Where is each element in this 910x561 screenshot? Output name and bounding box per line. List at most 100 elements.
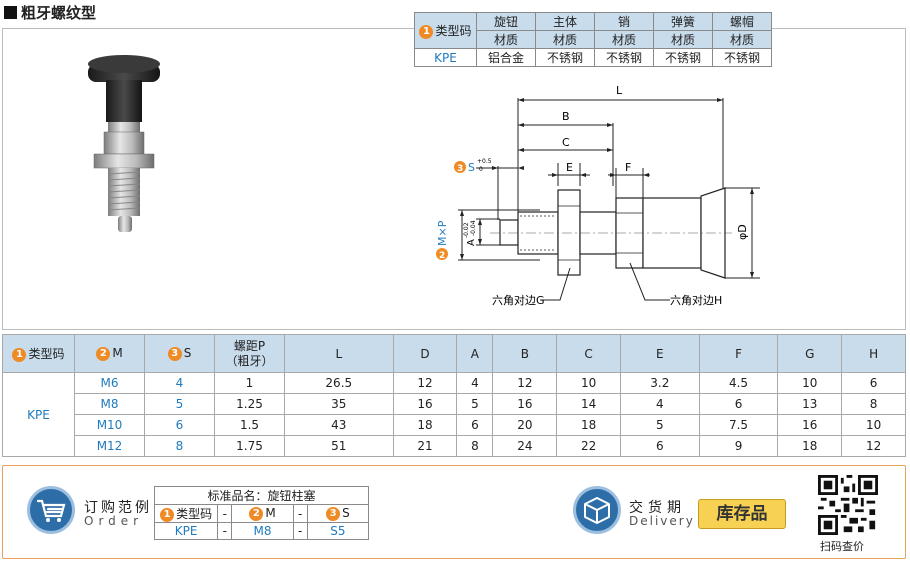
- cell: 10: [841, 414, 906, 436]
- material-label: 材质: [535, 30, 595, 49]
- dim-F-label: F: [625, 161, 631, 174]
- a-tolerance: -0.02: [463, 222, 470, 238]
- product-photo: [88, 55, 160, 232]
- dash: -: [217, 522, 233, 540]
- badge-3-text: 3: [457, 164, 463, 174]
- badge-3-circle: [454, 161, 466, 173]
- cell-M: M8: [74, 393, 145, 415]
- header-E: E: [619, 334, 700, 373]
- hex-h-label: 六角对边H: [670, 293, 722, 307]
- cell: 8: [456, 435, 494, 457]
- dim-C-label: C: [562, 136, 570, 149]
- badge-1: 1: [419, 24, 434, 39]
- cell: 6: [456, 414, 494, 436]
- header-pitch: 螺距P（粗牙）: [214, 334, 285, 373]
- cell: 4: [456, 372, 494, 394]
- cell: 24: [492, 435, 558, 457]
- s-tolerance-bottom: 0: [479, 166, 483, 173]
- stock-badge: 库存品: [698, 499, 786, 529]
- technical-drawing: L B C E F 3 S +0.5 0 2 M×P A -0.02 -0.04…: [436, 84, 760, 307]
- dash: -: [292, 504, 308, 523]
- material-value: 不锈钢: [535, 48, 595, 67]
- s-tolerance-top: +0.5: [477, 158, 492, 165]
- order-s-value: S5: [306, 522, 370, 540]
- dim-L-label: L: [616, 84, 623, 97]
- material-value: 不锈钢: [594, 48, 654, 67]
- section-title-text: 粗牙螺纹型: [21, 4, 97, 22]
- cell: 16: [492, 393, 558, 415]
- cell: 12: [392, 372, 458, 394]
- part-body: 主体: [535, 12, 595, 31]
- a-tolerance-2: -0.04: [470, 220, 477, 236]
- table-row: KPE M6 4 1 26.5 12 4 12 10 3.2 4.5 10 6: [2, 372, 906, 457]
- cell-M: M10: [74, 414, 145, 436]
- cell: 13: [777, 393, 843, 415]
- cell: 10: [777, 372, 843, 394]
- qr-code-icon: [818, 475, 878, 535]
- d-label: φD: [736, 224, 749, 240]
- cell: 1.75: [214, 435, 285, 457]
- cell: 3.2: [619, 372, 700, 394]
- part-knob: 旋钮: [476, 12, 536, 31]
- type-code-value: KPE: [414, 48, 477, 67]
- material-label: 材质: [594, 30, 654, 49]
- cell-S: 5: [144, 393, 215, 415]
- cell: 20: [492, 414, 558, 436]
- cell: 1.25: [214, 393, 285, 415]
- table-row: M12 8 1.75 51 21 8 24 22 6 9 18 12: [3, 435, 906, 457]
- hex-g-label: 六角对边G: [492, 293, 545, 307]
- badge-2-text: 2: [439, 251, 445, 261]
- order-code-value: KPE: [153, 522, 219, 540]
- delivery-label-en: Delivery: [629, 514, 695, 528]
- cell: 16: [392, 393, 458, 415]
- cell: 12: [492, 372, 558, 394]
- cell-S: 8: [144, 435, 215, 457]
- cell: 18: [777, 435, 843, 457]
- cell: 18: [392, 414, 458, 436]
- part-nut: 螺帽: [712, 12, 772, 31]
- header-C: C: [556, 334, 621, 373]
- material-value: 铝合金: [476, 48, 536, 67]
- dim-B-label: B: [562, 110, 570, 123]
- header-G: G: [777, 334, 843, 373]
- header-F: F: [698, 334, 779, 373]
- cell-M: M12: [74, 435, 145, 457]
- cell: 8: [841, 393, 906, 415]
- header-D: D: [392, 334, 458, 373]
- cell-S: 4: [144, 372, 215, 394]
- dash: -: [217, 504, 233, 523]
- cell-S: 6: [144, 414, 215, 436]
- cell: 5: [619, 414, 700, 436]
- cell: 26.5: [284, 372, 394, 394]
- material-value: 不锈钢: [653, 48, 713, 67]
- order-label-en: Order: [84, 514, 144, 528]
- material-value: 不锈钢: [712, 48, 772, 67]
- dim-E-label: E: [566, 161, 573, 174]
- header-L: L: [284, 334, 394, 373]
- material-label: 材质: [476, 30, 536, 49]
- cell: 7.5: [698, 414, 779, 436]
- cell: 10: [556, 372, 621, 394]
- cell: 51: [284, 435, 394, 457]
- a-label: A: [466, 239, 477, 246]
- cell: 6: [698, 393, 779, 415]
- cell: 22: [556, 435, 621, 457]
- badge-2-circle: [436, 248, 448, 260]
- part-spring: 弹簧: [653, 12, 713, 31]
- section-title: 粗牙螺纹型: [4, 2, 96, 23]
- cell: 21: [392, 435, 458, 457]
- cell: 5: [456, 393, 494, 415]
- cell: 9: [698, 435, 779, 457]
- product-name: 标准品名：旋钮柱塞: [154, 486, 369, 505]
- order-m-value: M8: [231, 522, 294, 540]
- cell: 18: [556, 414, 621, 436]
- table-row: M10 6 1.5 43 18 6 20 18 5 7.5 16 10: [3, 414, 906, 436]
- material-label: 材质: [712, 30, 772, 49]
- header-B: B: [492, 334, 558, 373]
